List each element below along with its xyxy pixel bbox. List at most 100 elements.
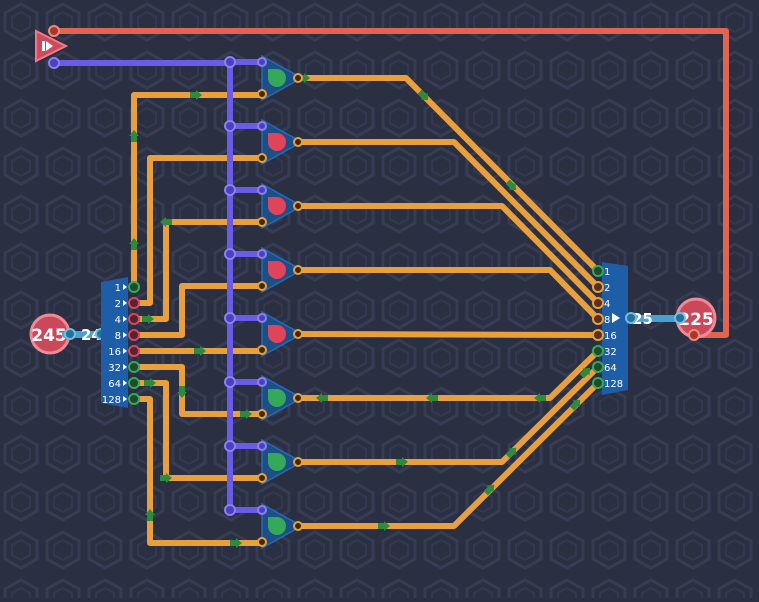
trigger-enable-pin[interactable] [48, 57, 60, 69]
gate-6[interactable] [257, 374, 303, 422]
enable-wires[interactable] [51, 56, 265, 516]
gate-data-pin[interactable] [257, 537, 267, 547]
gate-3[interactable] [257, 182, 303, 230]
gate-enable-pin[interactable] [257, 185, 267, 195]
combiner-input-pin[interactable] [592, 313, 604, 325]
bit-arrow-icon [123, 332, 127, 338]
enable-junction[interactable] [224, 184, 236, 196]
splitter-output-pin[interactable] [128, 345, 140, 357]
bit-arrow-icon [123, 380, 127, 386]
input-node[interactable]: 245 [29, 313, 71, 355]
enable-junction[interactable] [224, 120, 236, 132]
signal-arrow [505, 447, 517, 459]
control-wires[interactable] [51, 28, 729, 338]
splitter-bit-label: 64 [108, 379, 121, 390]
splitter-output-pin[interactable] [128, 297, 140, 309]
gate-output-pin[interactable] [293, 393, 303, 403]
combine-wire-1[interactable] [295, 75, 601, 274]
splitter-bit-label: 32 [108, 363, 121, 374]
gate-output-pin[interactable] [293, 137, 303, 147]
combine-wire-64[interactable] [295, 364, 601, 465]
gate-output-pin[interactable] [293, 265, 303, 275]
control-wire[interactable] [51, 28, 729, 338]
split-wire-1[interactable] [131, 92, 265, 290]
splitter-bit-label: 16 [108, 347, 121, 358]
gate-1[interactable] [257, 54, 303, 102]
combine-wire-128[interactable] [295, 380, 601, 529]
splitter-output-pin[interactable] [128, 361, 140, 373]
signal-arrow [534, 393, 546, 403]
split-wire-128[interactable] [131, 396, 265, 546]
enable-junction[interactable] [224, 440, 236, 452]
enable-junction[interactable] [224, 312, 236, 324]
combiner-bit-label: 8 [604, 315, 610, 326]
bit-arrow-icon [123, 284, 127, 290]
combine-wire-4[interactable] [295, 203, 601, 306]
trigger-output-pin[interactable] [48, 25, 60, 37]
combiner-input-pin[interactable] [592, 281, 604, 293]
combine-wire-32[interactable] [295, 348, 601, 401]
combiner-input-pin[interactable] [592, 297, 604, 309]
combine-wire-8[interactable] [295, 267, 601, 322]
splitter-output-pin[interactable] [128, 281, 140, 293]
combine-wire-2[interactable] [295, 139, 601, 290]
splitter-output-pin[interactable] [128, 329, 140, 341]
gate-2[interactable] [257, 118, 303, 166]
gate-4[interactable] [257, 246, 303, 294]
gate-enable-pin[interactable] [257, 313, 267, 323]
gate-data-pin[interactable] [257, 153, 267, 163]
output-value: 225 [678, 310, 714, 330]
combiner-input-pin[interactable] [592, 329, 604, 341]
combine-wire-16[interactable] [295, 331, 601, 338]
enable-junction[interactable] [224, 56, 236, 68]
trigger-node[interactable] [35, 29, 69, 63]
combiner-input-pin[interactable] [592, 345, 604, 357]
gate-output-pin[interactable] [293, 457, 303, 467]
enable-junction[interactable] [224, 504, 236, 516]
combiner-input-pin[interactable] [592, 361, 604, 373]
splitter-output-pin[interactable] [128, 313, 140, 325]
gate-enable-pin[interactable] [257, 377, 267, 387]
gate-output-pin[interactable] [293, 73, 303, 83]
gate-8[interactable] [257, 502, 303, 550]
gate-data-pin[interactable] [257, 409, 267, 419]
splitter-output-pin[interactable] [128, 393, 140, 405]
gate-output-pin[interactable] [293, 201, 303, 211]
gate-output-pin[interactable] [293, 329, 303, 339]
input-port[interactable] [64, 328, 76, 340]
gate-5[interactable] [257, 310, 303, 358]
output-input-port[interactable] [674, 312, 686, 324]
signal-arrow [160, 473, 172, 483]
splitter-output-pin[interactable] [128, 377, 140, 389]
signal-arrow [579, 367, 591, 379]
enable-junction[interactable] [224, 248, 236, 260]
gate-data-pin[interactable] [257, 473, 267, 483]
gate-enable-pin[interactable] [257, 57, 267, 67]
output-control-pin[interactable] [688, 329, 700, 341]
gate-data-pin[interactable] [257, 281, 267, 291]
gate-enable-pin[interactable] [257, 249, 267, 259]
combiner-output-port[interactable] [625, 312, 637, 324]
signal-arrow [230, 538, 242, 548]
bit-off-indicator [268, 325, 286, 343]
combiner-arrow-icon [612, 313, 620, 323]
gate-7[interactable] [257, 438, 303, 486]
split-wire-8[interactable] [131, 283, 265, 338]
gate-data-pin[interactable] [257, 345, 267, 355]
split-wire-2[interactable] [131, 155, 265, 306]
gate-data-pin[interactable] [257, 217, 267, 227]
gate-enable-pin[interactable] [257, 505, 267, 515]
gate-data-pin[interactable] [257, 89, 267, 99]
combiner-input-pin[interactable] [592, 265, 604, 277]
gate-enable-pin[interactable] [257, 121, 267, 131]
enable-junction[interactable] [224, 376, 236, 388]
combiner-input-pin[interactable] [592, 377, 604, 389]
gate-enable-pin[interactable] [257, 441, 267, 451]
pins[interactable] [48, 25, 700, 405]
gate-column[interactable] [257, 54, 303, 550]
gate-output-pin[interactable] [293, 521, 303, 531]
